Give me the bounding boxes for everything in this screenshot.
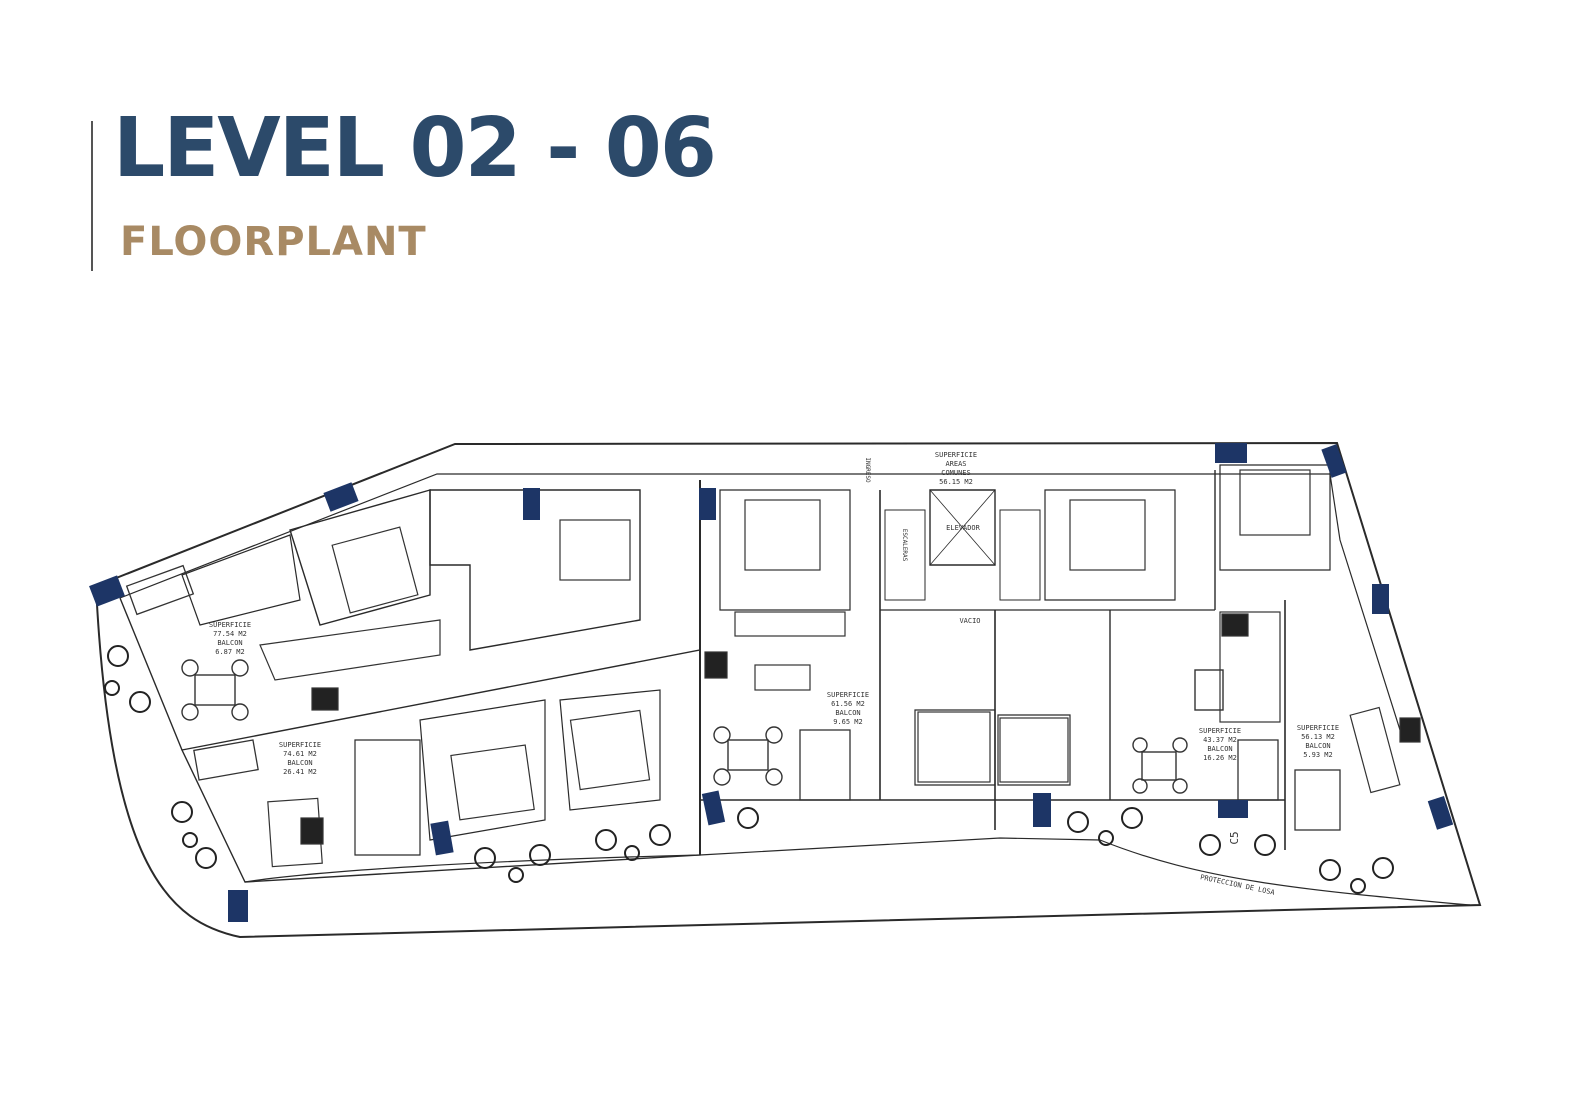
bed xyxy=(1239,469,1311,536)
column xyxy=(323,482,359,512)
balcony-chairs xyxy=(104,645,1394,894)
kitchen-counters xyxy=(259,611,1421,868)
dining-table xyxy=(1194,669,1224,711)
svg-text:61.56 M2: 61.56 M2 xyxy=(831,700,865,708)
svg-text:56.15 M2: 56.15 M2 xyxy=(939,478,973,486)
sofas xyxy=(125,564,1341,831)
svg-text:SUPERFICIE: SUPERFICIE xyxy=(279,741,321,749)
bed xyxy=(559,519,631,581)
elevator-label: ELEVADOR xyxy=(946,524,981,532)
unit-label-5: SUPERFICIE 56.13 M2 BALCON 5.93 M2 xyxy=(1297,724,1339,759)
column xyxy=(89,575,125,607)
unit-label-4: SUPERFICIE 43.37 M2 BALCON 16.26 M2 xyxy=(1199,727,1241,762)
svg-text:26.41 M2: 26.41 M2 xyxy=(283,768,317,776)
svg-text:9.65 M2: 9.65 M2 xyxy=(833,718,863,726)
structural-columns xyxy=(89,443,1454,922)
column xyxy=(1321,444,1347,478)
column xyxy=(228,890,248,922)
slab-protection-label: PROTECCION DE LOSA xyxy=(1199,873,1276,897)
dining-tables xyxy=(181,659,1224,794)
svg-text:BALCON: BALCON xyxy=(1207,745,1232,753)
void-label: VACIO xyxy=(959,617,980,625)
column xyxy=(701,790,726,826)
column xyxy=(523,488,540,520)
unit-label-1: SUPERFICIE 77.54 M2 BALCON 6.87 M2 xyxy=(209,621,251,656)
svg-text:AREAS: AREAS xyxy=(945,460,966,468)
svg-text:43.37 M2: 43.37 M2 xyxy=(1203,736,1237,744)
bed xyxy=(744,499,821,571)
svg-text:77.54 M2: 77.54 M2 xyxy=(213,630,247,638)
column-tag: C5 xyxy=(1228,831,1241,844)
column xyxy=(699,488,716,520)
building-outline xyxy=(94,441,1482,939)
svg-text:SUPERFICIE: SUPERFICIE xyxy=(1199,727,1241,735)
bed xyxy=(999,717,1069,783)
svg-text:COMUNES: COMUNES xyxy=(941,469,971,477)
svg-text:5.93 M2: 5.93 M2 xyxy=(1303,751,1333,759)
column xyxy=(1372,584,1389,614)
column xyxy=(1033,793,1051,827)
bed xyxy=(917,711,991,783)
header-divider xyxy=(91,121,93,271)
svg-text:16.26 M2: 16.26 M2 xyxy=(1203,754,1237,762)
svg-text:74.61 M2: 74.61 M2 xyxy=(283,750,317,758)
dining-table xyxy=(194,674,236,706)
dining-table xyxy=(1141,751,1177,781)
stairs-label: ESCALERAS xyxy=(901,529,908,562)
dining-table xyxy=(727,739,769,771)
page-subtitle: FLOORPLANT xyxy=(120,219,427,265)
svg-text:BALCON: BALCON xyxy=(1305,742,1330,750)
column xyxy=(1218,800,1248,818)
bed xyxy=(1069,499,1146,571)
svg-text:BALCON: BALCON xyxy=(287,759,312,767)
column xyxy=(1427,795,1454,830)
bed xyxy=(450,744,535,821)
column xyxy=(430,820,454,856)
page-title: LEVEL 02 - 06 xyxy=(113,101,717,196)
unit-label-3: SUPERFICIE 61.56 M2 BALCON 9.65 M2 xyxy=(827,691,869,726)
beds xyxy=(331,469,1311,821)
unit-label-2: SUPERFICIE 74.61 M2 BALCON 26.41 M2 xyxy=(279,741,321,776)
svg-text:6.87 M2: 6.87 M2 xyxy=(215,648,245,656)
svg-text:BALCON: BALCON xyxy=(835,709,860,717)
column xyxy=(1215,443,1247,463)
svg-text:BALCON: BALCON xyxy=(217,639,242,647)
bed xyxy=(331,526,419,614)
common-area-label: SUPERFICIE AREAS COMUNES 56.15 M2 xyxy=(935,451,977,486)
svg-text:SUPERFICIE: SUPERFICIE xyxy=(1297,724,1339,732)
svg-text:SUPERFICIE: SUPERFICIE xyxy=(935,451,977,459)
entry-label: INGRESO xyxy=(864,457,871,483)
svg-text:SUPERFICIE: SUPERFICIE xyxy=(827,691,869,699)
svg-text:SUPERFICIE: SUPERFICIE xyxy=(209,621,251,629)
bed xyxy=(569,709,651,791)
svg-text:56.13 M2: 56.13 M2 xyxy=(1301,733,1335,741)
